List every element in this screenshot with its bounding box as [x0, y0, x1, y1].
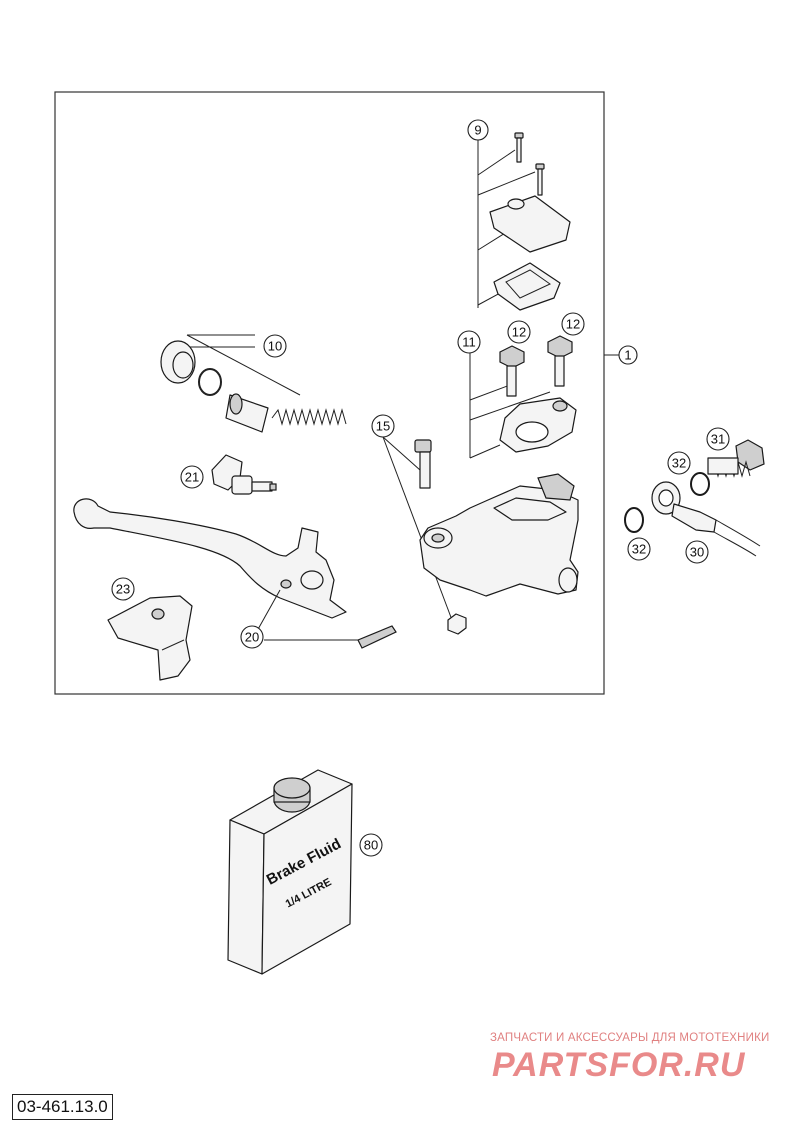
svg-text:32: 32	[632, 542, 646, 557]
svg-text:12: 12	[566, 317, 580, 332]
watermark-tagline: ЗАПЧАСТИ И АКСЕССУАРЫ ДЛЯ МОТОТЕХНИКИ	[490, 1032, 770, 1044]
reservoir-cover-part	[489, 195, 571, 253]
nut-part	[447, 613, 467, 635]
spring-part	[271, 408, 347, 426]
svg-text:21: 21	[185, 470, 199, 485]
callout-15: 15	[371, 414, 395, 438]
svg-text:9: 9	[474, 123, 481, 138]
callout-31: 31	[706, 427, 730, 451]
handlebar-clamp-group	[469, 335, 577, 459]
adjuster-part	[211, 454, 277, 495]
svg-text:80: 80	[364, 838, 378, 853]
lever-bolt-group	[382, 436, 467, 635]
svg-text:32: 32	[672, 456, 686, 471]
master-cylinder-part	[419, 354, 620, 597]
callout-21: 21	[180, 465, 204, 489]
diagram-frame	[54, 91, 605, 695]
svg-text:11: 11	[462, 335, 476, 350]
clamp-bolt-part	[547, 335, 573, 387]
svg-text:20: 20	[245, 630, 259, 645]
screw-part	[514, 132, 524, 163]
svg-text:15: 15	[376, 419, 390, 434]
banjo-bolt-part	[707, 439, 765, 478]
circlip-part	[198, 368, 222, 396]
callout-1: 1	[618, 345, 638, 365]
callout-9: 9	[467, 119, 489, 141]
callout-20: 20	[240, 625, 264, 649]
callout-23: 23	[111, 577, 135, 601]
svg-text:10: 10	[268, 339, 282, 354]
piston-part	[225, 393, 269, 433]
diagram-part-number: 03-461.13.0	[12, 1094, 113, 1120]
callout-11: 11	[457, 330, 481, 354]
clamp-bolt-part	[499, 345, 525, 397]
dust-boot-part	[160, 340, 196, 384]
reservoir-gasket-part	[493, 262, 561, 311]
callout-32b: 32	[627, 537, 651, 561]
svg-text:31: 31	[711, 432, 725, 447]
svg-text:12: 12	[512, 325, 526, 340]
banjo-fitting-part	[651, 481, 761, 557]
screw-part	[535, 163, 545, 196]
sealing-washer-part	[624, 507, 644, 533]
callout-80: 80	[359, 833, 383, 857]
pivot-pin-part	[251, 589, 397, 649]
callout-10: 10	[263, 334, 287, 358]
brake-fluid-bottle: Brake Fluid 1/4 LITRE	[227, 769, 353, 975]
callout-32a: 32	[667, 451, 691, 475]
svg-text:30: 30	[690, 545, 704, 560]
callout-12a: 12	[507, 320, 531, 344]
banjo-group	[624, 439, 765, 557]
reservoir-cover-group	[477, 132, 571, 311]
svg-text:23: 23	[116, 582, 130, 597]
watermark-logo: PARTSFOR.RU	[492, 1046, 746, 1084]
sealing-washer-part	[690, 472, 710, 496]
callout-30: 30	[685, 540, 709, 564]
piston-kit-group	[160, 334, 347, 433]
brake-lever-part	[73, 498, 347, 619]
svg-text:1: 1	[624, 348, 631, 363]
lever-guard-part	[107, 595, 193, 681]
callout-12b: 12	[561, 312, 585, 336]
